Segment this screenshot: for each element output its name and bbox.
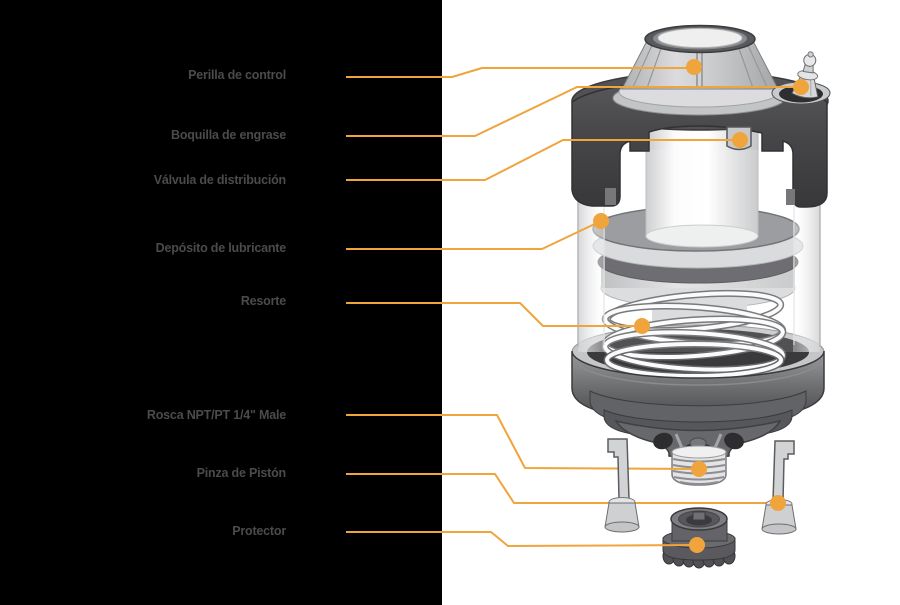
marker-control-knob	[686, 59, 702, 75]
marker-protector-cap	[689, 537, 705, 553]
label-distribution-valve: Válvula de distribución	[153, 173, 286, 187]
leader-npt-thread	[346, 414, 699, 470]
label-spring: Resorte	[240, 294, 286, 308]
marker-distribution-valve	[732, 132, 748, 148]
piston-clamp-right	[761, 440, 797, 535]
collar-right-notch	[786, 189, 795, 205]
leader-lines	[346, 67, 799, 547]
protector-key-notch	[692, 511, 706, 521]
spring	[601, 289, 787, 380]
label-grease-nozzle: Boquilla de engrase	[171, 128, 286, 142]
marker-spring	[634, 318, 650, 334]
part-markers	[593, 59, 809, 553]
leader-protector-cap	[346, 531, 697, 547]
label-lubricant-reservoir: Depósito de lubricante	[155, 241, 287, 255]
marker-npt-thread	[691, 461, 707, 477]
leader-distribution-valve	[346, 139, 739, 181]
label-control-knob: Perilla de control	[188, 68, 286, 82]
grease-nipple	[771, 51, 831, 105]
marker-lubricant-reservoir	[593, 213, 609, 229]
marker-piston-clamp	[770, 495, 786, 511]
label-npt-thread: Rosca NPT/PT 1/4" Male	[146, 408, 286, 422]
leader-lubricant-reservoir	[346, 220, 602, 250]
control-knob	[612, 24, 786, 116]
label-piston-clamp: Pinza de Pistón	[196, 466, 287, 480]
leader-control-knob	[346, 67, 693, 78]
leader-grease-nozzle	[346, 86, 799, 137]
collar-left-notch	[605, 188, 616, 205]
marker-grease-nozzle	[793, 79, 809, 95]
piston-clamp-left	[604, 438, 640, 533]
label-protector-cap: Protector	[232, 524, 286, 538]
leader-spring	[346, 302, 641, 327]
leader-piston-clamp	[346, 473, 777, 504]
